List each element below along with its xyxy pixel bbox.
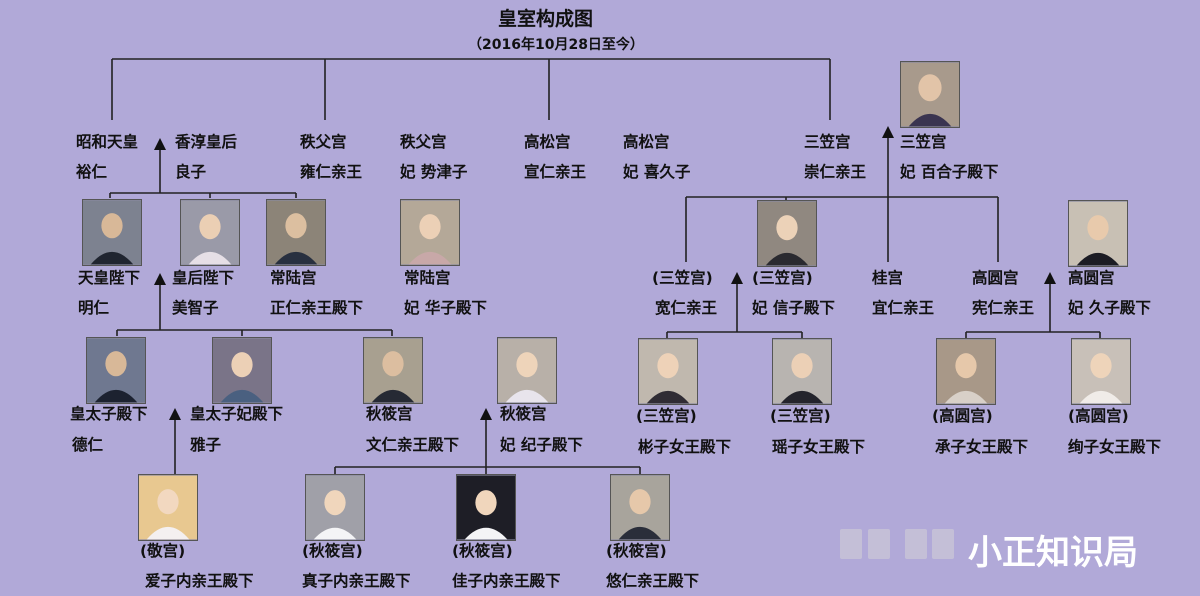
chichibu-title: 秩父宫 xyxy=(300,133,347,151)
crown-princess-photo xyxy=(212,337,272,404)
blur-block xyxy=(932,529,954,559)
mikasa-wife-name: 妃 百合子殿下 xyxy=(900,163,999,181)
kojun-name: 良子 xyxy=(175,163,207,181)
chichibu-name: 雍仁亲王 xyxy=(300,163,363,181)
akishino-photo xyxy=(363,337,423,404)
akiko-name: 彬子女王殿下 xyxy=(638,438,732,456)
takamatsu-name: 宣仁亲王 xyxy=(524,163,587,181)
takamatsu-title: 高松宫 xyxy=(524,133,571,151)
crown-prince-name: 德仁 xyxy=(72,436,104,454)
hisako-title: 高圆宫 xyxy=(1068,269,1115,287)
akishino-wife-photo xyxy=(497,337,557,404)
hitachi-name: 正仁亲王殿下 xyxy=(270,299,364,317)
chichibu-wife-title: 秩父宫 xyxy=(400,133,447,151)
empress-name: 美智子 xyxy=(172,299,219,317)
crown-princess-title: 皇太子妃殿下 xyxy=(190,405,284,423)
katsura-name: 宜仁亲王 xyxy=(872,299,935,317)
akishino-wife-name: 妃 纪子殿下 xyxy=(500,436,583,454)
empress-title: 皇后陛下 xyxy=(172,269,235,287)
yoko-title: (三笠宫) xyxy=(770,407,831,425)
takamado-name: 宪仁亲王 xyxy=(972,299,1035,317)
watermark-text: 小正知识局 xyxy=(968,533,1138,573)
hitachi-wife-name: 妃 华子殿下 xyxy=(404,299,487,317)
tomohito-title: (三笠宫) xyxy=(652,269,713,287)
yoko-name: 瑶子女王殿下 xyxy=(772,438,866,456)
showa-name: 裕仁 xyxy=(76,163,108,181)
mikasa-name: 崇仁亲王 xyxy=(804,163,867,181)
kako-name: 佳子内亲王殿下 xyxy=(452,572,561,590)
akiko-photo xyxy=(638,338,698,405)
akiko-title: (三笠宫) xyxy=(636,407,697,425)
tsuguko-name: 承子女王殿下 xyxy=(935,438,1029,456)
ayako-name: 绚子女王殿下 xyxy=(1068,438,1162,456)
mikasa-title: 三笠宫 xyxy=(804,133,851,151)
kojun-title: 香淳皇后 xyxy=(175,133,238,151)
crown-prince-title: 皇太子殿下 xyxy=(70,405,148,423)
blur-block xyxy=(840,529,862,559)
kako-photo xyxy=(456,474,516,541)
blur-block xyxy=(905,529,927,559)
hisako-photo xyxy=(1068,200,1128,267)
tomohito-name: 宽仁亲王 xyxy=(655,299,718,317)
hitachi-wife-photo xyxy=(400,199,460,266)
crown-prince-photo xyxy=(86,337,146,404)
takamatsu-wife-name: 妃 喜久子 xyxy=(623,163,691,181)
aiko-title: (敬宫) xyxy=(140,542,186,560)
emperor-title: 天皇陛下 xyxy=(78,269,141,287)
kako-title: (秋筱宫) xyxy=(452,542,513,560)
yoko-photo xyxy=(772,338,832,405)
akishino-name: 文仁亲王殿下 xyxy=(366,436,460,454)
tsuguko-title: (高圆宫) xyxy=(932,407,993,425)
empress-photo xyxy=(180,199,240,266)
takamatsu-wife-title: 高松宫 xyxy=(623,133,670,151)
mako-title: (秋筱宫) xyxy=(302,542,363,560)
showa-title: 昭和天皇 xyxy=(76,133,139,151)
katsura-title: 桂宫 xyxy=(872,269,904,287)
takamado-title: 高圆宫 xyxy=(972,269,1019,287)
akishino-title: 秋筱宫 xyxy=(366,405,413,423)
mako-name: 真子内亲王殿下 xyxy=(302,572,411,590)
hitachi-title: 常陆宫 xyxy=(270,269,317,287)
crown-princess-name: 雅子 xyxy=(190,436,222,454)
diagram-subtitle: （2016年10月28日至今） xyxy=(468,37,644,53)
nobuko-photo xyxy=(757,200,817,267)
blur-block xyxy=(868,529,890,559)
tsuguko-photo xyxy=(936,338,996,405)
nobuko-name: 妃 信子殿下 xyxy=(752,299,835,317)
hitachi-photo xyxy=(266,199,326,266)
mikasa-wife-title: 三笠宫 xyxy=(900,133,947,151)
emperor-photo xyxy=(82,199,142,266)
aiko-photo xyxy=(138,474,198,541)
chichibu-wife-name: 妃 势津子 xyxy=(400,163,468,181)
hisahito-name: 悠仁亲王殿下 xyxy=(606,572,700,590)
hisahito-photo xyxy=(610,474,670,541)
aiko-name: 爱子内亲王殿下 xyxy=(145,572,254,590)
hitachi-wife-title: 常陆宫 xyxy=(404,269,451,287)
diagram-title: 皇室构成图 xyxy=(498,8,594,30)
ayako-title: (高圆宫) xyxy=(1068,407,1129,425)
ayako-photo xyxy=(1071,338,1131,405)
emperor-name: 明仁 xyxy=(78,299,110,317)
mako-photo xyxy=(305,474,365,541)
mikasa-wife-photo xyxy=(900,61,960,128)
hisahito-title: (秋筱宫) xyxy=(606,542,667,560)
nobuko-title: (三笠宫) xyxy=(752,269,813,287)
hisako-name: 妃 久子殿下 xyxy=(1068,299,1151,317)
akishino-wife-title: 秋筱宫 xyxy=(500,405,547,423)
